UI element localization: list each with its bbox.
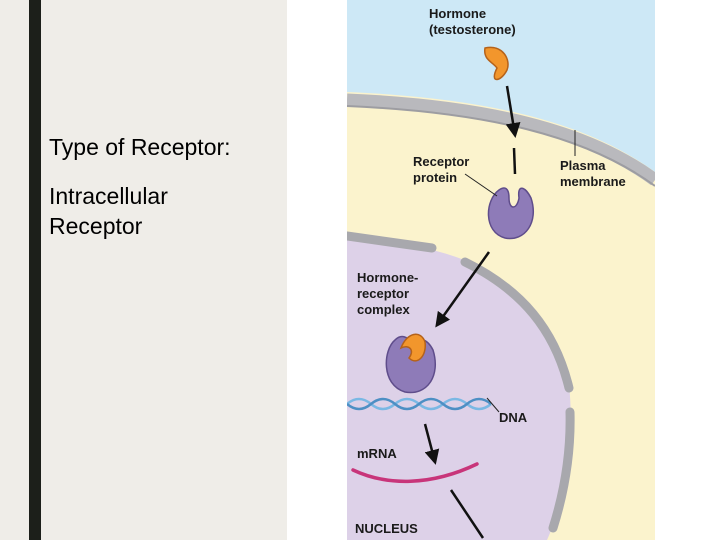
- nucleus-region: [347, 236, 571, 540]
- hormone-molecule: [484, 46, 509, 81]
- slide-body-line-1: Intracellular: [49, 183, 168, 209]
- slide-heading: Type of Receptor:: [49, 134, 231, 160]
- label-complex-line-2: receptor: [357, 286, 409, 301]
- hormone-diffusion-line: [512, 147, 517, 175]
- nuclear-envelope-segment-2: [460, 257, 574, 393]
- slide-body-line-2: Receptor: [49, 213, 143, 239]
- receptor-label-leader: [464, 173, 498, 197]
- dna-label-leader: [486, 397, 500, 413]
- dna-strand-2: [347, 397, 492, 411]
- label-receptor-line-2: protein: [413, 170, 457, 185]
- mrna-strand: [351, 462, 479, 483]
- hormone-entry-arrow: [505, 85, 521, 138]
- slide-body: Intracellular Receptor: [49, 181, 249, 241]
- extracellular-region: [347, 0, 655, 172]
- bound-hormone: [399, 333, 426, 362]
- slide-accent-bar: [29, 0, 41, 540]
- label-complex-line-1: Hormone-: [357, 270, 418, 285]
- label-hormone-line-1: Hormone: [429, 6, 486, 21]
- label-complex-line-3: complex: [357, 302, 411, 317]
- plasma-membrane-inner-edge: [347, 105, 655, 187]
- slide-text-panel: [0, 0, 287, 540]
- nuclear-envelope-segment-1: [347, 231, 437, 253]
- label-hormone-line-2: (testosterone): [429, 22, 516, 37]
- label-membrane-line-1: Plasma: [560, 158, 606, 173]
- transcription-arrow: [423, 423, 440, 465]
- label-nucleus: NUCLEUS: [355, 521, 418, 536]
- label-membrane-line-2: membrane: [560, 174, 626, 189]
- receptor-protein: [487, 187, 534, 240]
- nuclear-envelope-segment-3: [548, 407, 575, 533]
- label-dna: DNA: [499, 410, 528, 425]
- intracellular-receptor-diagram: Hormone (testosterone) Receptor protein …: [347, 0, 655, 540]
- label-mrna: mRNA: [357, 446, 397, 461]
- label-receptor-line-1: Receptor: [413, 154, 469, 169]
- plasma-membrane: [347, 93, 655, 186]
- export-arrow: [449, 489, 485, 539]
- slide-gap: [287, 0, 347, 540]
- translocation-arrow: [435, 251, 491, 328]
